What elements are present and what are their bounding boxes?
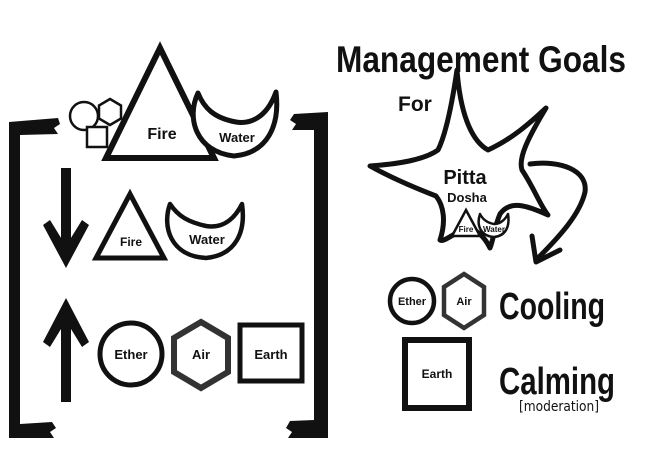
goal-calming: Earth Calming [moderation] [402,337,615,415]
large-water-label: Water [219,130,255,145]
small-air-hexagon-icon [97,97,123,127]
dosha-name-label: Pitta [443,167,487,189]
right-bracket-bar [314,116,328,436]
large-fire-label: Fire [147,126,176,143]
right-bracket-top-cap [290,112,328,130]
water-crescent-icon [164,201,246,261]
large-water-crescent-icon [190,89,280,159]
calming-earth-square-icon [402,337,472,411]
cooling-air-label: Air [456,296,472,308]
mini-water-crescent-icon [477,212,510,239]
moderation-note: [moderation] [519,399,599,415]
pitta-dosha-star: Pitta Dosha Fire Water [367,67,551,251]
dosha-sub-label: Dosha [447,190,488,205]
left-bracket-frame [9,112,328,438]
up-arrow-icon [43,298,89,402]
small-earth-square-icon [85,125,109,149]
curved-arrow-icon [527,160,588,265]
air-hexagon-icon [171,318,231,392]
down-arrow-icon [43,168,89,268]
calming-goal-label: Calming [499,361,615,403]
left-bracket-bar [9,122,20,434]
mini-fire-triangle-icon [449,207,483,238]
title-block: Management Goals For [336,39,626,116]
large-fire-triangle-icon [101,41,219,161]
goal-cooling: Ether Air Cooling [387,271,605,331]
increase-ether-label: Ether [114,347,147,362]
right-bracket-bottom-cap [286,416,328,438]
page-title: Management Goals [336,39,626,80]
dosha-star-shape [367,67,551,251]
cooling-ether-label: Ether [398,296,427,308]
left-bracket-bottom-cap [9,418,56,438]
decrease-water-label: Water [189,232,225,247]
decrease-fire-label: Fire [120,235,142,249]
increase-row: Ether Air Earth [43,298,305,402]
title-for-label: For [398,93,432,116]
cooling-air-hexagon-icon [441,271,487,331]
calming-earth-label: Earth [422,367,453,381]
cooling-ether-circle-icon [387,276,437,326]
mini-water-label: Water [483,225,505,234]
earth-square-icon [237,322,305,384]
fire-triangle-icon [91,188,169,261]
increase-air-label: Air [192,347,210,362]
mini-fire-label: Fire [459,225,474,234]
ether-circle-icon [97,320,165,388]
cooling-goal-label: Cooling [499,286,605,328]
increase-earth-label: Earth [254,347,287,362]
decrease-row: Fire Water [43,168,246,268]
left-bracket-top-cap [9,118,60,140]
pitta-composition: Fire Water [68,41,280,161]
